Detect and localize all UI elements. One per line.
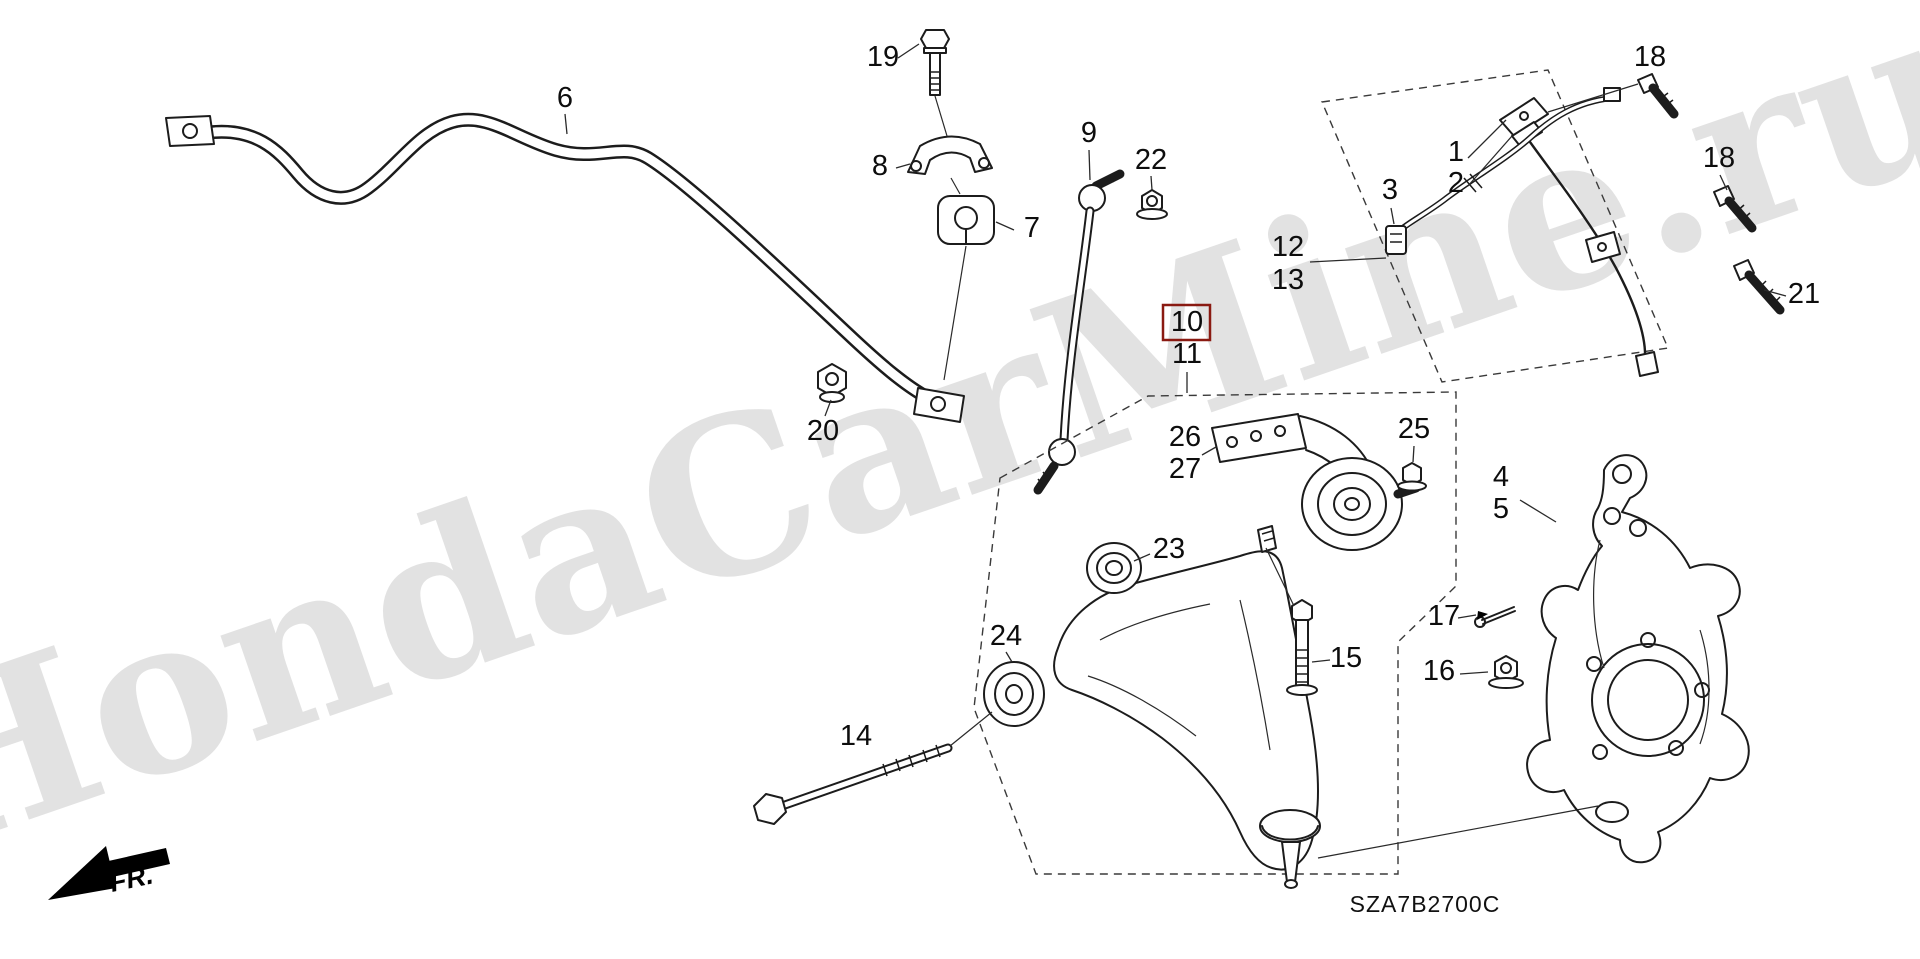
fr-arrow-icon: [48, 846, 116, 900]
watermark-text: HondaCarMine.ru: [0, 0, 1920, 905]
part-19-bolt: [897, 29, 950, 137]
part-label-17[interactable]: 17: [1428, 600, 1460, 632]
part-22-flange-nut: [1136, 175, 1168, 220]
part-label-20[interactable]: 20: [807, 415, 839, 447]
diagram-code: SZA7B2700C: [1350, 891, 1501, 917]
part-9-stabilizer-link: [1033, 149, 1125, 495]
part-label-22[interactable]: 22: [1135, 144, 1167, 176]
part-14-bolt: [753, 711, 993, 825]
part-label-18-mid[interactable]: 18: [1703, 142, 1735, 174]
part-label-7[interactable]: 7: [1024, 212, 1040, 244]
part-label-9[interactable]: 9: [1081, 117, 1097, 149]
part-label-16[interactable]: 16: [1423, 655, 1455, 687]
part-label-12[interactable]: 12: [1272, 231, 1304, 263]
part-17-cotter-pin: [1457, 606, 1516, 628]
part-label-26[interactable]: 26: [1169, 421, 1201, 453]
part-label-25[interactable]: 25: [1398, 413, 1430, 445]
part-label-21[interactable]: 21: [1788, 278, 1820, 310]
part-8-stabilizer-bracket: [895, 135, 993, 195]
part-label-1[interactable]: 1: [1448, 136, 1464, 168]
part-12-13-brake-hose-assembly: [1309, 69, 1670, 383]
part-label-11[interactable]: 11: [1172, 338, 1202, 370]
part-21-bolt: [1733, 259, 1787, 315]
part-7-stabilizer-bushing: [937, 195, 1015, 381]
part-label-2[interactable]: 2: [1448, 167, 1464, 199]
part-label-6[interactable]: 6: [557, 82, 573, 114]
part-24-bushing: [983, 651, 1045, 727]
part-6-stabilizer-bar: [165, 112, 965, 423]
part-10-highlight-box: [1161, 303, 1212, 342]
part-label-23[interactable]: 23: [1153, 533, 1185, 565]
part-label-15[interactable]: 15: [1330, 642, 1362, 674]
part-label-13[interactable]: 13: [1272, 264, 1304, 296]
part-23-bushing: [1086, 542, 1151, 594]
fr-arrow-tail: [104, 848, 170, 878]
part-label-24[interactable]: 24: [990, 620, 1022, 652]
part-25-flange-nut: [1397, 445, 1427, 492]
part-label-10[interactable]: 10: [1171, 306, 1203, 338]
part-10-11-lower-arm-assembly: [973, 372, 1457, 875]
part-label-4[interactable]: 4: [1493, 461, 1509, 493]
part-labels: 19 6 8 7 9 22 1 2 3 18 18 12 13 21 10 11…: [557, 41, 1820, 752]
part-4-5-knuckle: [1519, 454, 1750, 864]
part-label-8[interactable]: 8: [872, 150, 888, 182]
part-label-27[interactable]: 27: [1169, 453, 1201, 485]
part-label-18-top[interactable]: 18: [1634, 41, 1666, 73]
part-label-3[interactable]: 3: [1382, 174, 1398, 206]
part-label-5[interactable]: 5: [1493, 493, 1509, 525]
ball-joint: [1259, 805, 1599, 889]
part-18-bolt-top: [1547, 73, 1679, 119]
part-label-14[interactable]: 14: [840, 720, 872, 752]
fr-direction-indicator: FR.: [48, 846, 170, 900]
part-18-bolt-mid: [1713, 174, 1757, 233]
part-label-19[interactable]: 19: [867, 41, 899, 73]
part-26-27-compliance-bracket: [1201, 413, 1421, 551]
part-20-nut: [817, 363, 847, 417]
part-16-castle-nut: [1459, 655, 1524, 689]
lower-control-arm-body: [1053, 525, 1319, 871]
part-15-bolt: [1265, 547, 1331, 696]
